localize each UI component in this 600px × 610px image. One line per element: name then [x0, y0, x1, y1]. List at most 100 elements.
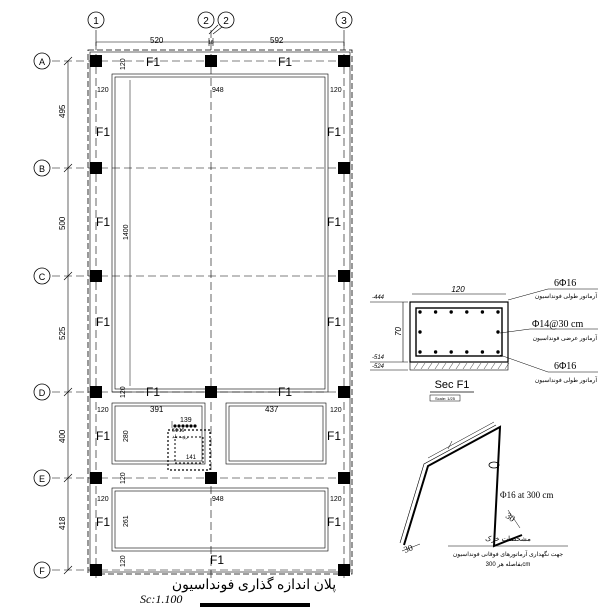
edge-dim-120-1: 120	[97, 87, 109, 94]
bottom-bar-5	[496, 350, 500, 354]
bottom-bar-3	[465, 350, 469, 354]
dim-left-2: 500	[58, 216, 67, 230]
left-tick-1	[63, 163, 73, 173]
chair-dim-30a: 30	[504, 510, 518, 524]
section-scale: Scale: 1/25	[435, 396, 456, 401]
rebar-dot-2	[181, 424, 185, 428]
inner-panel-top	[111, 73, 329, 393]
plan-texts: 520 592 16 495 500 525 400 418 1400 948 …	[58, 36, 342, 606]
row-bubble-label-D: D	[39, 388, 46, 398]
trench-box-inner	[174, 436, 204, 464]
dim-row-a-948: 948	[212, 87, 224, 94]
col-bubble-label-0: 1	[93, 16, 99, 27]
f1-label-6: F1	[96, 315, 110, 329]
dim-row-d-139: 139	[180, 417, 192, 424]
col-bubble-3	[335, 11, 353, 29]
section-width: 120	[451, 285, 465, 294]
column-E-2	[338, 472, 350, 484]
column-E-0	[90, 472, 102, 484]
column-A-2	[338, 55, 350, 67]
inner-panel-d-right-inset	[228, 405, 324, 462]
dim-280: 280	[123, 430, 130, 442]
trench-box	[167, 429, 211, 471]
left-tick-2	[63, 271, 73, 281]
bottom-bar-1	[433, 350, 438, 354]
dim-1400: 1400	[123, 224, 130, 240]
plan-scale: Sc:1.100	[140, 592, 182, 606]
inner-panel-e-inset	[114, 490, 326, 549]
chair-bar	[403, 425, 523, 548]
row-bubble-D	[33, 383, 51, 401]
dim-top-gap: 16	[208, 40, 214, 46]
bottom-bar-label: 6Φ16	[554, 361, 576, 372]
trench-note-bars: 6Φ16	[172, 428, 185, 434]
level-b2: -524	[372, 364, 385, 370]
strip-footing-outer	[87, 49, 353, 575]
dim-141: 141	[186, 455, 197, 461]
leader-top-bar	[507, 288, 549, 301]
col-bubble-label-3: 3	[341, 16, 347, 27]
section-f1	[370, 288, 598, 393]
row-bubble-label-E: E	[39, 474, 45, 484]
column-F-0	[90, 564, 102, 576]
level-top: -444	[372, 295, 385, 301]
top-bar-label: 6Φ16	[554, 278, 576, 289]
level-b1: -514	[372, 355, 385, 361]
edge-dim-120-5: 120	[330, 407, 342, 414]
left-tick-5	[63, 565, 73, 575]
inner-panel-e	[111, 487, 329, 552]
chair-spec: Φ16 at 300 cm	[500, 490, 553, 500]
column-D-1	[205, 386, 217, 398]
section-stirrup	[415, 307, 503, 357]
f1-label-10: F1	[96, 429, 110, 443]
col-bubble-0	[87, 11, 105, 29]
rebar-dot-5	[193, 424, 197, 428]
row-bubble-label-B: B	[39, 164, 45, 174]
edge-dim-120-8: 120	[120, 472, 127, 484]
dim-left-1: 495	[58, 104, 67, 118]
bottom-bar-2	[449, 350, 453, 354]
section-height: 70	[394, 327, 403, 336]
bottom-bar-desc: آرماتور طولی فونداسیون	[535, 376, 597, 384]
col-bubble-label-2: 2	[223, 16, 229, 27]
inner-panel-top-inset	[114, 76, 326, 390]
edge-dim-120-2: 120	[330, 87, 342, 94]
section-outline	[409, 301, 509, 363]
dim-top-right: 592	[270, 36, 284, 45]
row-bubble-C	[33, 267, 51, 285]
chair-title: مشخصات خرک	[485, 535, 531, 543]
edge-dim-120-3: 120	[120, 386, 127, 398]
leader-stirrup	[499, 328, 531, 334]
stirrup-label: Φ14@30 cm	[532, 319, 583, 330]
left-tick-4	[63, 473, 73, 483]
leader-bottom-bar	[499, 354, 549, 373]
side-bar-right	[496, 330, 500, 334]
rebar-dot-0	[173, 424, 177, 428]
column-B-2	[338, 162, 350, 174]
f1-label-13: F1	[327, 515, 341, 529]
chair-dim-30b: 30	[402, 542, 414, 555]
column-C-2	[338, 270, 350, 282]
column-B-0	[90, 162, 102, 174]
column-A-0	[90, 55, 102, 67]
edge-dim-120-0: 120	[120, 58, 127, 70]
row-bubble-label-C: C	[39, 272, 46, 282]
dim-top-left: 520	[150, 36, 164, 45]
column-A-1	[205, 55, 217, 67]
top-bar-4	[480, 310, 485, 314]
edge-dim-120-7: 120	[330, 496, 342, 503]
dim-left-3: 525	[58, 326, 67, 340]
left-tick-3	[63, 387, 73, 397]
plan-title: پلان اندازه گذاری فونداسیون	[172, 576, 336, 593]
f1-label-14: F1	[210, 553, 224, 567]
dim-row-d-391: 391	[150, 405, 164, 414]
column-C-0	[90, 270, 102, 282]
top-bar-3	[465, 310, 469, 314]
bottom-bar-0	[418, 350, 422, 354]
rebar-dot-3	[185, 424, 189, 428]
section-title: Sec F1	[435, 379, 470, 391]
f1-label-5: F1	[327, 215, 341, 229]
dim-left-5: 418	[58, 516, 67, 530]
